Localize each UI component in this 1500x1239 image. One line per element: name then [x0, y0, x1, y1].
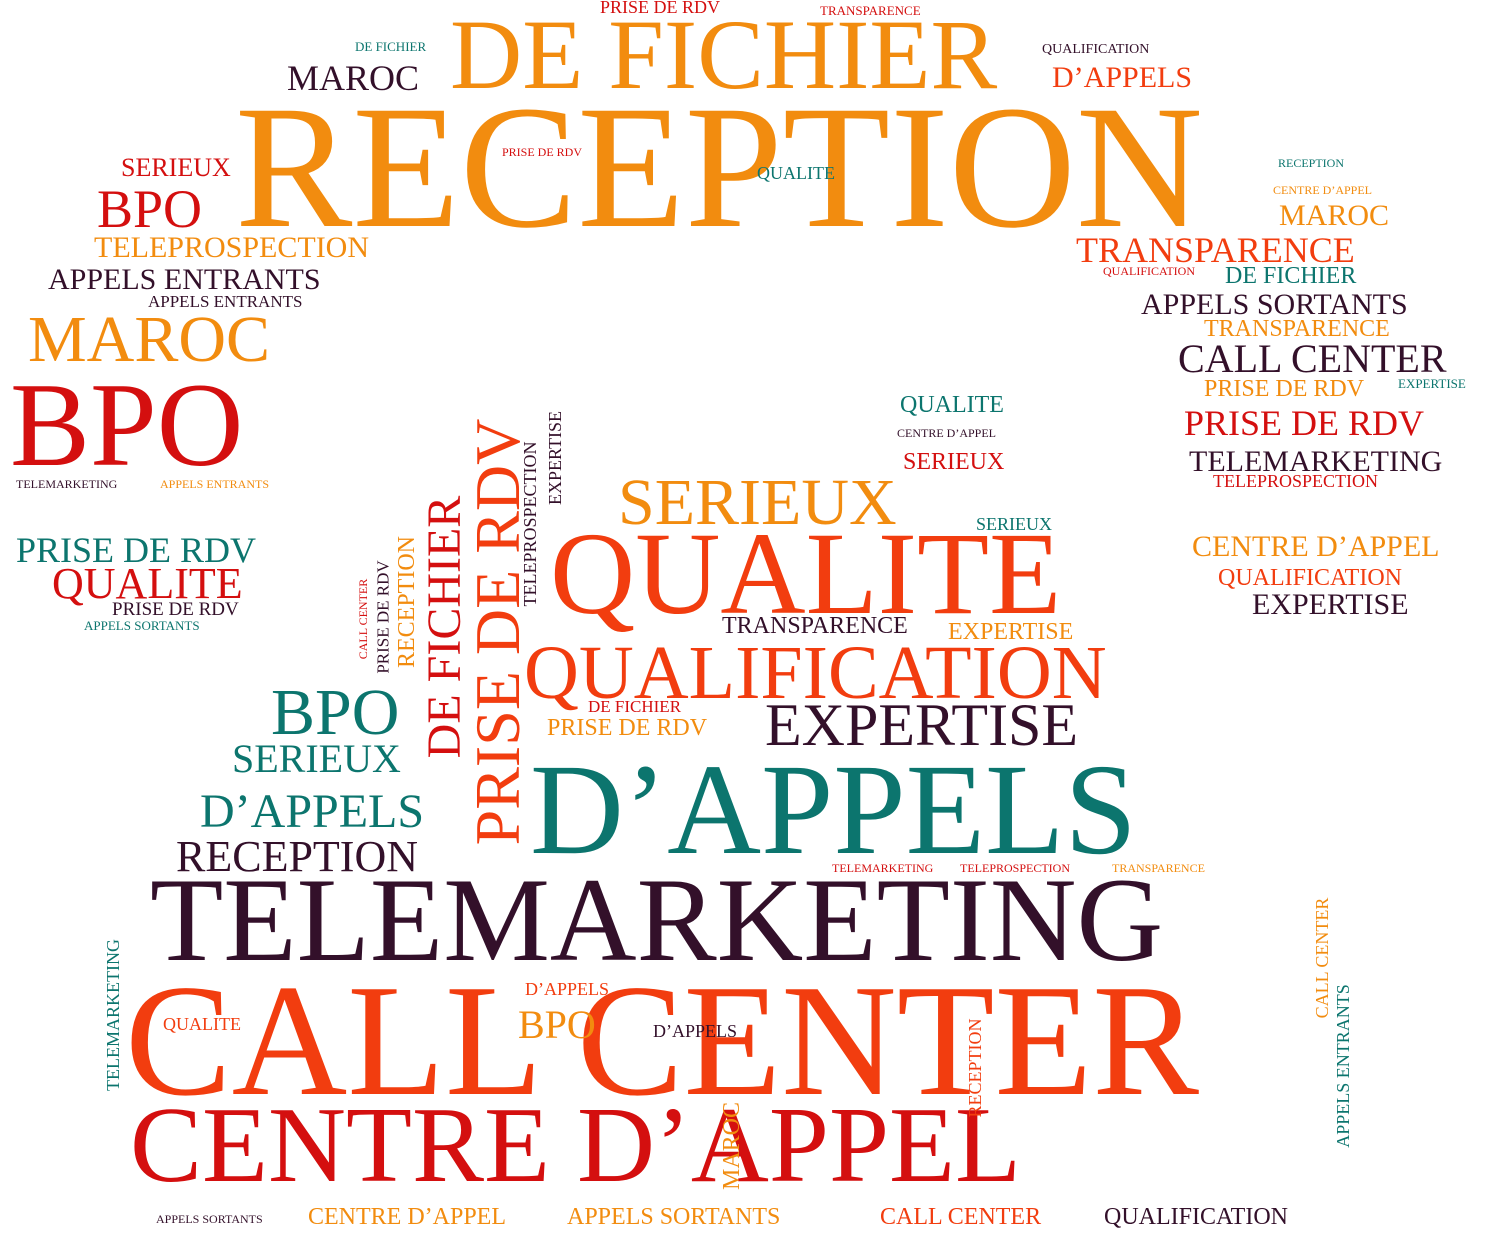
word: SERIEUX	[232, 736, 401, 781]
word: SERIEUX	[618, 466, 897, 539]
word: TRANSPARENCE	[820, 3, 921, 18]
word: QUALITE	[52, 559, 243, 608]
word-vertical: APPELS ENTRANTS	[1333, 984, 1353, 1148]
word-vertical: CALL CENTER	[356, 578, 370, 660]
word: BPO	[97, 179, 203, 239]
word: PRISE DE RDV	[502, 145, 583, 159]
word: TRANSPARENCE	[1076, 230, 1355, 270]
word: BPO	[271, 676, 400, 749]
word: DE FICHIER	[588, 697, 682, 716]
word-vertical: RECEPTION	[394, 536, 420, 668]
word: TRANSPARENCE	[1204, 316, 1390, 342]
word: SERIEUX	[903, 449, 1005, 475]
word: MAROC	[287, 58, 420, 98]
word: CALL CENTER	[880, 1204, 1042, 1230]
word: CENTRE D’APPEL	[1192, 530, 1440, 563]
word: QUALITE	[900, 392, 1004, 418]
word: TRANSPARENCE	[1112, 861, 1205, 875]
word: TELEMARKETING	[16, 477, 118, 491]
word: TELEPROSPECTION	[960, 861, 1071, 875]
word-vertical: EXPERTISE	[545, 411, 565, 505]
word: RECEPTION	[1278, 156, 1344, 170]
word: DE FICHIER	[1225, 263, 1357, 289]
word: APPELS SORTANTS	[156, 1212, 263, 1226]
word: QUALITE	[163, 1014, 241, 1034]
word: EXPERTISE	[1252, 588, 1409, 621]
word: PRISE DE RDV	[16, 530, 257, 570]
word: MAROC	[28, 303, 271, 376]
word: EXPERTISE	[948, 619, 1074, 645]
word: TELEMARKETING	[1189, 445, 1443, 478]
word: BPO	[10, 358, 244, 491]
word: APPELS ENTRANTS	[48, 263, 321, 296]
word: PRISE DE RDV	[547, 715, 708, 741]
word: CENTRE D’APPEL	[308, 1204, 506, 1230]
word: RECEPTION	[176, 832, 418, 881]
word: SERIEUX	[976, 514, 1052, 534]
word-vertical: MAROC	[719, 1101, 745, 1191]
word: QUALITE	[550, 508, 1062, 639]
word: PRISE DE RDV	[1184, 403, 1425, 443]
word: D’APPELS	[1052, 61, 1193, 94]
word: CENTRE D’APPEL	[130, 1086, 1021, 1205]
word: TRANSPARENCE	[722, 613, 908, 639]
word: APPELS ENTRANTS	[148, 292, 303, 311]
word: APPELS ENTRANTS	[160, 477, 270, 491]
word: QUALIFICATION	[1103, 264, 1195, 278]
word: QUALIFICATION	[1042, 42, 1150, 57]
word: MAROC	[1279, 199, 1390, 232]
word: CENTRE D’APPEL	[1273, 183, 1372, 197]
word: CALL CENTER	[125, 951, 1199, 1129]
word-vertical: TELEMARKETING	[103, 939, 123, 1091]
word: D’APPELS	[200, 785, 425, 838]
word: PRISE DE RDV	[1204, 376, 1365, 402]
word: PRISE DE RDV	[600, 0, 721, 17]
word: D’APPELS	[530, 738, 1137, 882]
word: TELEMARKETING	[832, 861, 934, 875]
word: QUALIFICATION	[1218, 565, 1402, 591]
word: QUALIFICATION	[524, 631, 1107, 715]
word: PRISE DE RDV	[112, 599, 239, 620]
word: QUALITE	[757, 163, 835, 183]
word: EXPERTISE	[1398, 376, 1466, 391]
word: CALL CENTER	[1178, 336, 1447, 381]
word-vertical: PRISE DE RDV	[373, 560, 393, 674]
word: DE FICHIER	[450, 0, 998, 110]
word-vertical: RECEPTION	[965, 1018, 985, 1118]
word: EXPERTISE	[765, 692, 1079, 758]
word: D’APPELS	[653, 1021, 738, 1041]
word: QUALIFICATION	[1104, 1204, 1288, 1230]
word: D’APPELS	[525, 979, 610, 999]
word: RECEPTION	[235, 70, 1203, 265]
word: APPELS SORTANTS	[567, 1204, 781, 1230]
word: DE FICHIER	[355, 39, 427, 54]
word: TELEPROSPECTION	[1213, 471, 1379, 491]
word-vertical: CALL CENTER	[1312, 897, 1332, 1019]
word: BPO	[518, 1002, 596, 1047]
word: APPELS SORTANTS	[1141, 288, 1408, 321]
word: TELEPROSPECTION	[94, 231, 370, 264]
word: APPELS SORTANTS	[84, 618, 200, 633]
word: TELEMARKETING	[150, 853, 1164, 986]
word: SERIEUX	[121, 153, 231, 182]
word-vertical: TELEPROSPECTION	[520, 441, 540, 607]
word: CENTRE D’APPEL	[897, 426, 996, 440]
